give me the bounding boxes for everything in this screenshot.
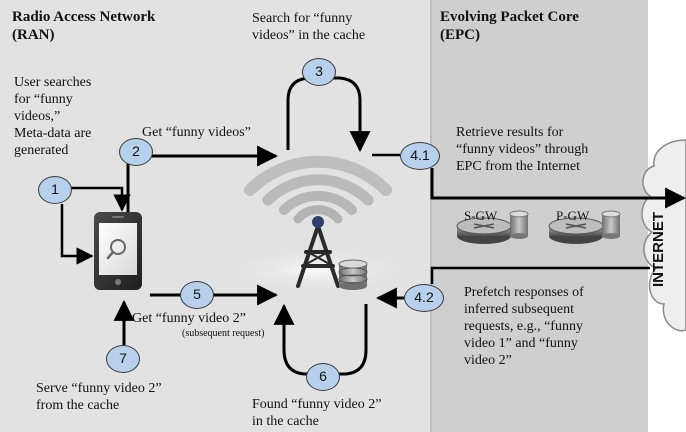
step-2-text: Get “funny videos”: [142, 125, 251, 140]
sgw-label: S-GW: [464, 208, 498, 223]
step-6-badge: 6: [306, 363, 340, 391]
ran-region: [0, 0, 430, 432]
step-5-subtext: (subsequent request): [182, 328, 265, 339]
ran-title: Radio Access Network (RAN): [12, 9, 156, 43]
smartphone-icon: [94, 212, 142, 290]
step-4-1-badge: 4.1: [400, 142, 440, 170]
step-4-1-text: Retrieve results for “funny videos” thro…: [456, 125, 589, 174]
pgw-label: P-GW: [556, 208, 590, 223]
step-3-text: Search for “funny videos” in the cache: [252, 11, 366, 43]
step-2-badge: 2: [119, 138, 153, 166]
step-6-text: Found “funny video 2” in the cache: [252, 397, 382, 429]
radio-waves-icon: [223, 155, 413, 292]
step-1-badge: 1: [38, 176, 72, 204]
cell-tower-icon: [296, 216, 340, 288]
arrow-step-4-1b: [430, 168, 686, 209]
step-4-2-badge: 4.2: [404, 284, 444, 312]
internet-label: INTERNET: [650, 212, 667, 288]
cache-database-icon: [338, 259, 368, 290]
arrow-step-1: [62, 186, 131, 212]
arrow-step-3: [286, 76, 371, 153]
epc-title: Evolving Packet Core (EPC): [440, 9, 579, 43]
step-3-badge: 3: [302, 58, 336, 86]
arrow-step-4-2: [430, 266, 650, 284]
step-5-text: Get “funny video 2”: [132, 311, 246, 326]
step-4-2-text: Prefetch responses of inferred subsequen…: [464, 285, 584, 368]
step-1-text: User searches for “funny videos,” Meta-d…: [14, 75, 92, 158]
arrow-step-1b: [60, 204, 94, 265]
router-icon: [548, 210, 621, 244]
router-icon: [456, 210, 529, 244]
step-7-badge: 7: [106, 345, 140, 373]
step-7-text: Serve “funny video 2” from the cache: [36, 381, 162, 413]
step-5-badge: 5: [180, 281, 214, 309]
